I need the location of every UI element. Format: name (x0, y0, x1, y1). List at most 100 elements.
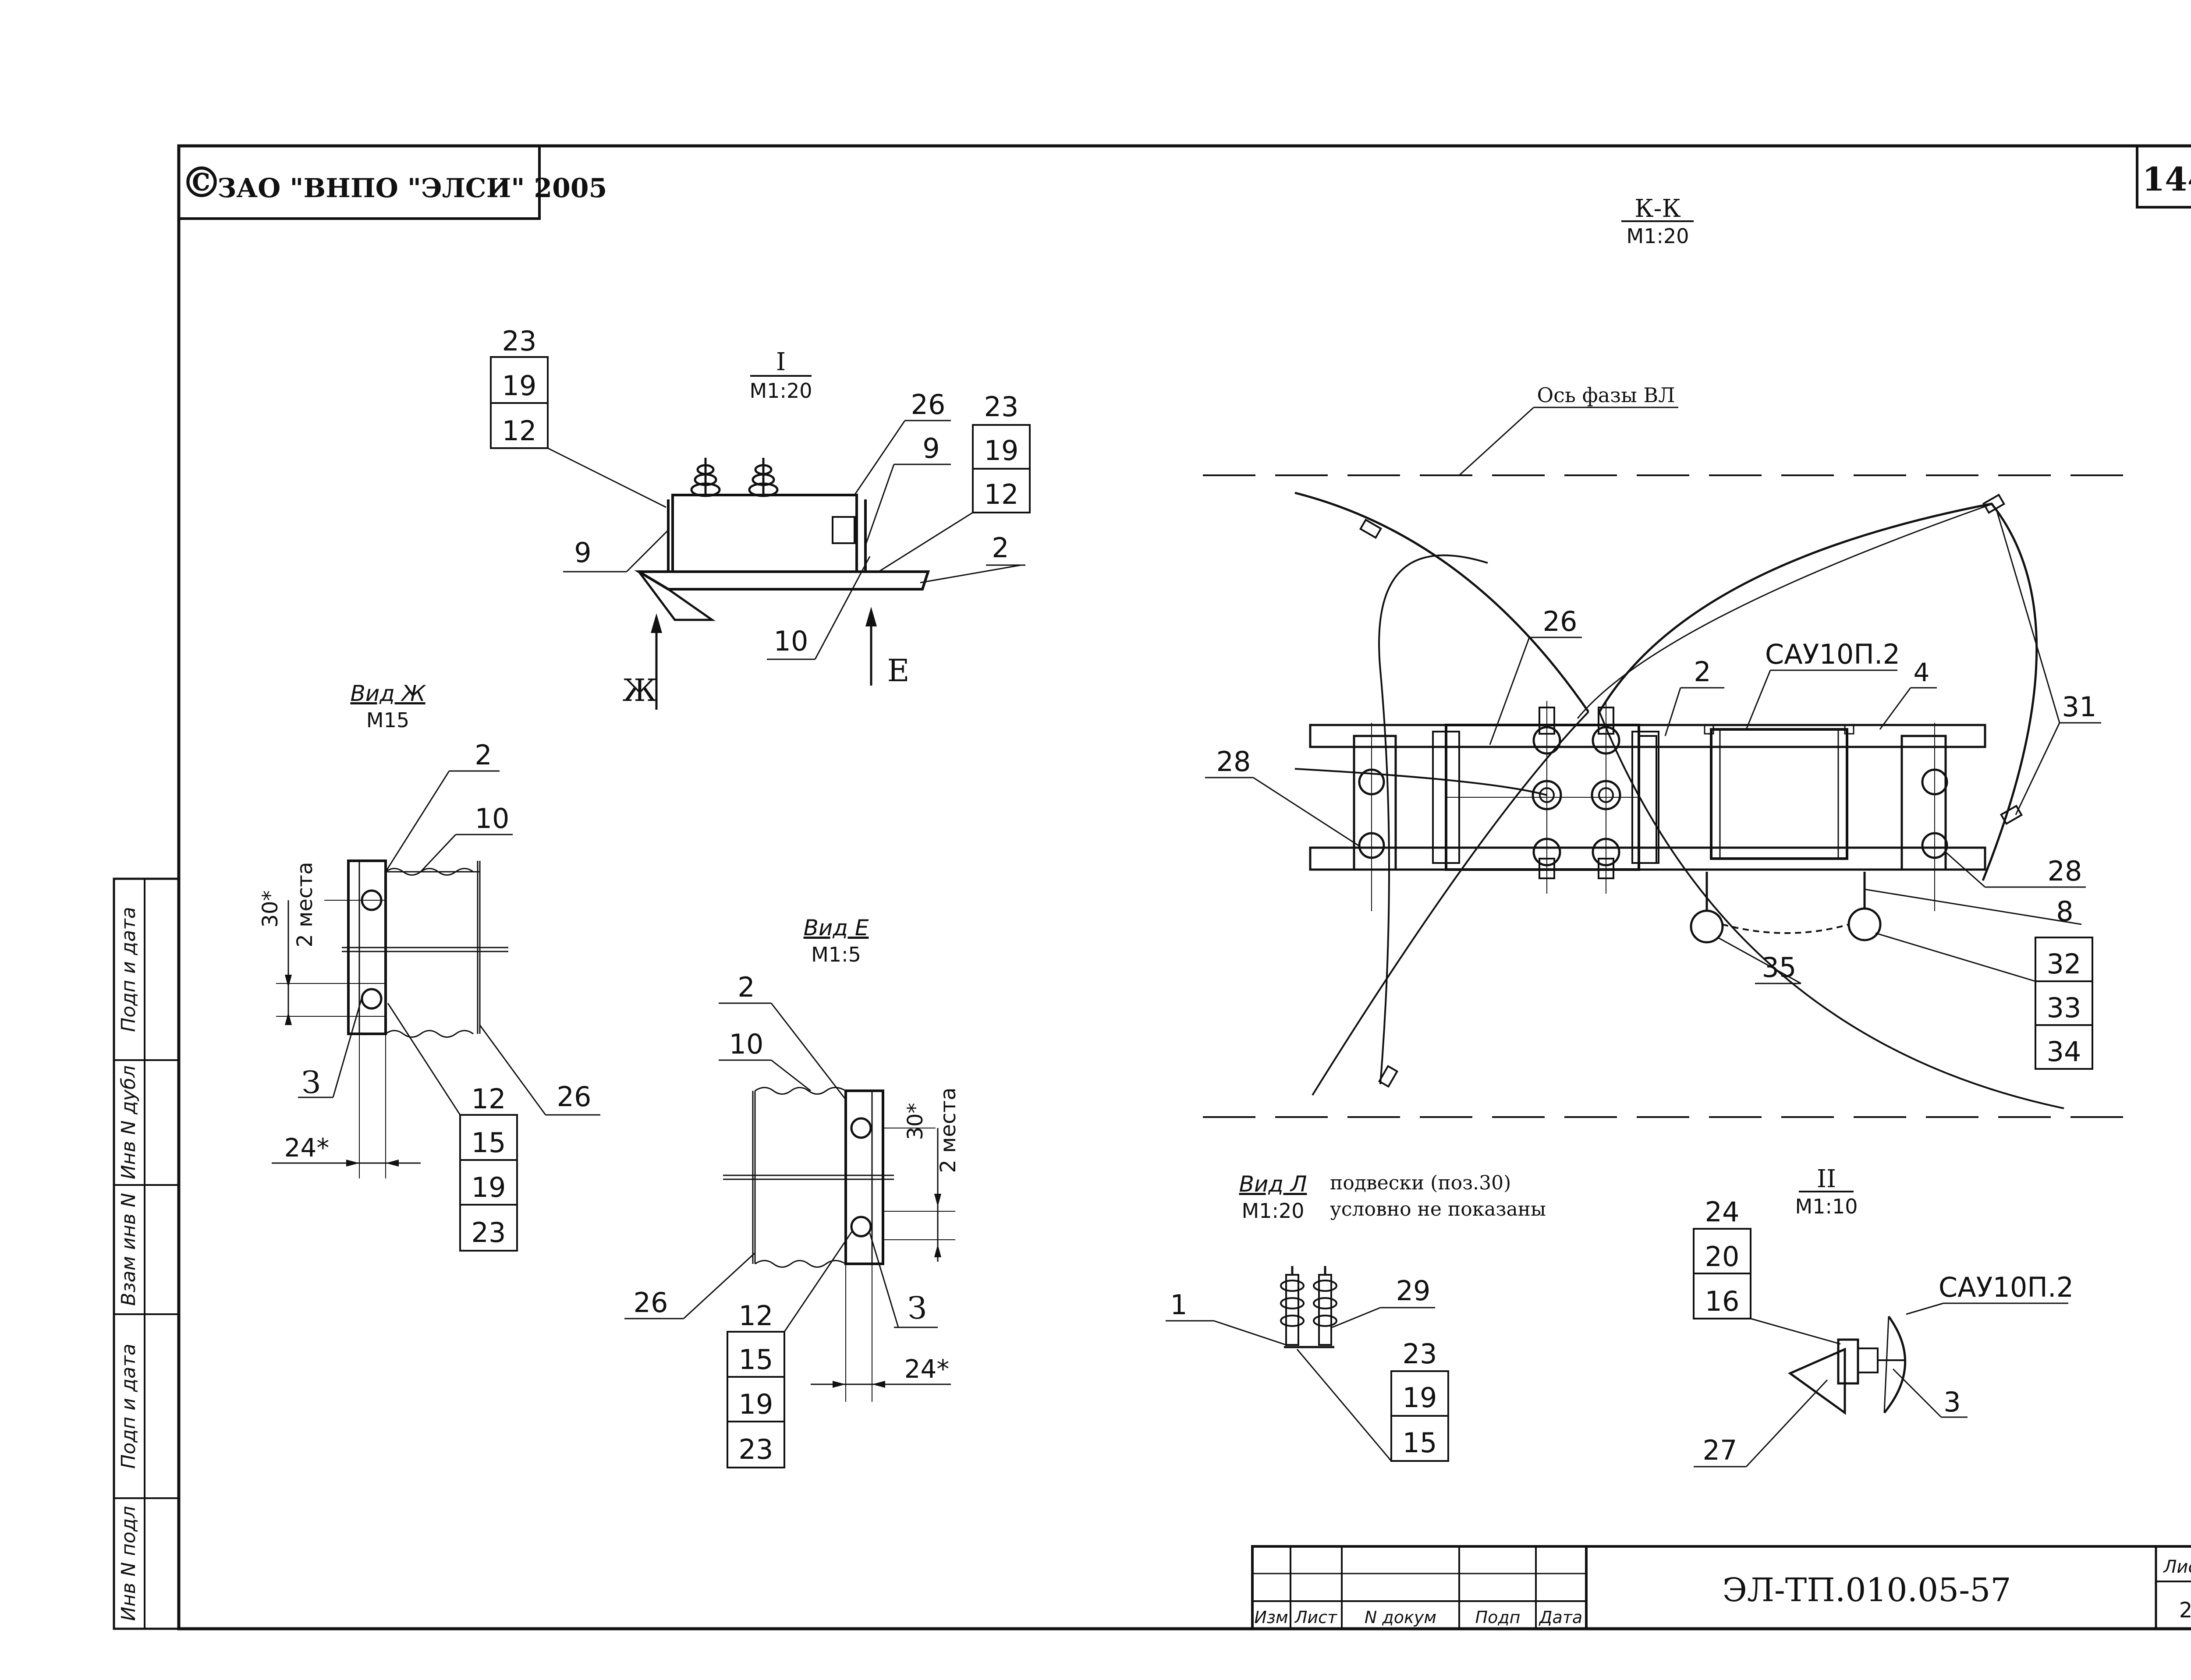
crossbar-top (1309, 724, 1986, 748)
position-label: 16 (1705, 1285, 1740, 1317)
position-label: 23 (502, 325, 537, 357)
title-block-header: Лист (1294, 1608, 1338, 1627)
title-block: Изм Лист N докум Подп Дата ЭЛ-ТП.010.05-… (1251, 1545, 2191, 1630)
section-mark: З (908, 1290, 927, 1326)
dimension-label: 30* (258, 890, 283, 927)
copyright-box: © ЗАО "ВНПО "ЭЛСИ" 2005 (177, 145, 607, 220)
view-scale: М1:20 (750, 379, 812, 403)
position-label: 12 (984, 478, 1019, 510)
position-label: 32 (2047, 948, 2081, 980)
leader-label: 4 (1914, 658, 1930, 687)
position-label: 24 (1705, 1196, 1740, 1228)
view-title: К-К (1634, 195, 1681, 223)
leader-label: 29 (1396, 1275, 1431, 1307)
dimension-label: 2 места (293, 862, 317, 947)
side-stamp-cell: Подп и дата (117, 907, 140, 1032)
device-body (671, 494, 858, 573)
view-I: I М1:20 23 19 12 23 19 12 (490, 325, 1031, 710)
dimension-label: 30* (903, 1103, 928, 1140)
leader-label: 28 (2048, 855, 2082, 887)
position-label: 15 (472, 1127, 506, 1159)
page-number: 144 (2142, 161, 2191, 198)
position-label: 23 (1403, 1338, 1437, 1370)
leader-label: 35 (1762, 951, 1797, 983)
view-scale: М1:10 (1795, 1195, 1858, 1218)
side-stamp: Инв N подл Подп и дата Взам инв N Инв N … (113, 877, 180, 1630)
view-title: II (1817, 1165, 1836, 1193)
sheet-number: 2 (2179, 1598, 2191, 1623)
view-title: Вид Ж (350, 681, 426, 706)
position-label: 19 (1403, 1382, 1437, 1414)
leader-label: 8 (2056, 895, 2073, 927)
side-stamp-cell: Взам инв N (117, 1193, 140, 1306)
view-II: II М1:10 24 20 16 САУ10П.2 3 27 (1693, 1165, 2074, 1468)
leader-label: 1 (1170, 1289, 1187, 1321)
leader-label: 26 (911, 389, 946, 421)
leader-label: 2 (737, 971, 755, 1003)
position-label: 33 (2047, 992, 2081, 1024)
leader-label: 27 (1703, 1434, 1737, 1466)
leader-label: 26 (1543, 605, 1578, 637)
position-label: 19 (739, 1388, 773, 1420)
dimension-label: 24* (904, 1354, 950, 1384)
view-note: условно не показаны (1330, 1198, 1546, 1220)
dimension-label: 2 места (936, 1087, 961, 1173)
leader-label: 2 (1694, 656, 1711, 688)
page-number-box: 144 (2136, 145, 2191, 209)
leader-label: 31 (2062, 691, 2097, 723)
view-title: Вид Л (1239, 1171, 1307, 1197)
view-KK: К-К М1:20 Ось фазы ВЛ (1203, 195, 2143, 1118)
leader-label: 28 (1216, 746, 1251, 778)
position-label: 12 (739, 1300, 773, 1332)
section-mark: З (301, 1065, 321, 1100)
dimension-label: 24* (284, 1133, 330, 1163)
side-stamp-cell: Инв N дубл (117, 1065, 140, 1179)
view-note: подвески (поз.30) (1330, 1172, 1511, 1194)
crossbar-bottom (1309, 846, 1986, 871)
position-label: 19 (472, 1171, 506, 1203)
leader-label: 26 (634, 1287, 668, 1319)
copyright-text: ЗАО "ВНПО "ЭЛСИ" 2005 (217, 173, 607, 204)
position-label: 15 (739, 1344, 773, 1376)
view-Zh: Вид Ж М15 30* 2 места 2 10 26 З (258, 681, 600, 1252)
sheet-label: Лист (2163, 1557, 2191, 1577)
view-L: Вид Л М1:20 подвески (поз.30) условно не… (1166, 1171, 1546, 1462)
leader-label: 3 (1943, 1386, 1961, 1418)
title-block-header: Дата (1539, 1608, 1582, 1627)
view-scale: М1:5 (811, 943, 861, 966)
position-label: 23 (984, 391, 1019, 423)
leader-label: 10 (774, 625, 808, 657)
clamp-left (1353, 735, 1397, 871)
position-label: 23 (472, 1217, 506, 1249)
view-title: Вид Е (804, 915, 869, 941)
position-label: 12 (502, 415, 537, 447)
leader-label: САУ10П.2 (1939, 1271, 2074, 1303)
leader-label: 9 (574, 537, 591, 569)
leader-label: САУ10П.2 (1765, 638, 1900, 670)
position-label: 34 (2047, 1036, 2081, 1068)
axis-label: Ось фазы ВЛ (1537, 383, 1675, 407)
leader-label: 9 (922, 432, 940, 464)
leader-label: 10 (475, 803, 510, 835)
leader-label: 2 (992, 532, 1009, 564)
document-number: ЭЛ-ТП.010.05-57 (1723, 1571, 2011, 1609)
copyright-symbol: © (181, 158, 223, 207)
view-scale: М1:20 (1242, 1199, 1305, 1223)
sau-module (1710, 728, 1848, 860)
position-label: 12 (472, 1083, 506, 1115)
position-label: 20 (1705, 1241, 1740, 1273)
leader-label: 26 (557, 1081, 592, 1113)
title-block-header: Изм (1254, 1608, 1288, 1627)
view-arrow-label: Ж (623, 672, 657, 708)
position-label: 23 (739, 1433, 773, 1465)
title-block-header: Подп (1475, 1608, 1521, 1627)
title-block-header: N докум (1365, 1608, 1436, 1627)
side-stamp-cell: Подп и дата (117, 1344, 140, 1469)
side-stamp-cell: Инв N подл (117, 1506, 140, 1621)
side-stamp-frame (113, 877, 180, 1630)
copyright-frame (177, 145, 541, 220)
leader-label: 2 (475, 739, 492, 771)
view-arrow-label: Е (887, 653, 909, 689)
view-scale: М1:20 (1627, 224, 1689, 248)
